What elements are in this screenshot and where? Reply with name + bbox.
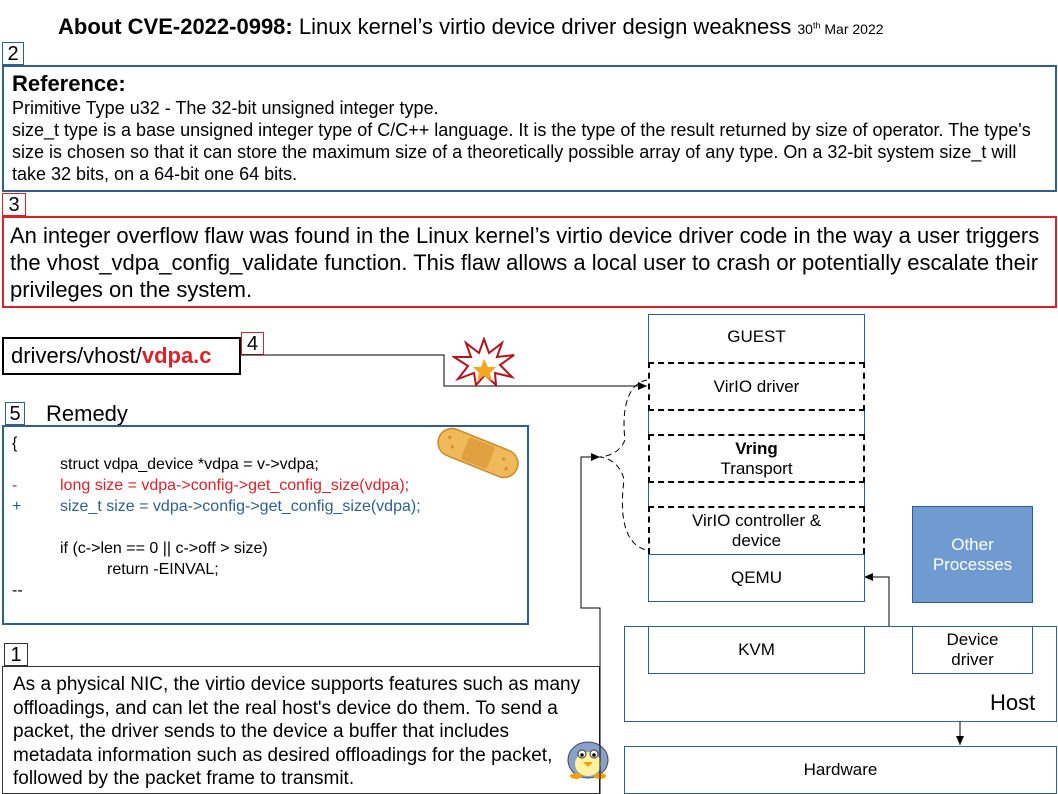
host-label: Host	[990, 690, 1036, 715]
code-line-removed: long size = vdpa->config->get_config_siz…	[60, 477, 410, 494]
page-title: About CVE-2022-0998: Linux kernel’s virt…	[58, 14, 884, 40]
file-dir: drivers/vhost/	[11, 343, 142, 368]
nic-description: As a physical NIC, the virtio device sup…	[2, 666, 600, 794]
guest-label: GUEST	[727, 327, 786, 346]
vring-transport-box: Vring Transport	[648, 434, 865, 483]
minus-marker: -	[12, 477, 18, 494]
reference-line2: size_t type is a base unsigned integer t…	[12, 120, 1031, 184]
device-driver-label: Device driver	[946, 630, 999, 669]
label-2: 2	[2, 42, 24, 65]
remedy-title: Remedy	[46, 401, 128, 426]
kvm-label: KVM	[738, 640, 775, 659]
explosion-icon	[452, 337, 516, 387]
overflow-description: An integer overflow flaw was found in th…	[2, 216, 1057, 308]
virtio-controller-box: VirIO controller & device	[648, 506, 865, 554]
title-main: Linux kernel’s virtio device driver desi…	[298, 14, 792, 39]
file-name: vdpa.c	[141, 343, 212, 368]
reference-heading: Reference:	[12, 71, 126, 96]
code-open: {	[12, 435, 18, 452]
transport-label: Transport	[720, 458, 793, 478]
reference-box: Reference: Primitive Type u32 - The 32-b…	[2, 65, 1057, 192]
device-driver-box: Device driver	[912, 626, 1033, 674]
qemu-label: QEMU	[731, 568, 782, 587]
qemu-box: QEMU	[648, 554, 865, 602]
other-processes-label: Other Processes	[932, 534, 1013, 574]
code-line5: return -EINVAL;	[107, 561, 219, 578]
other-processes-box: Other Processes	[912, 506, 1033, 603]
penguin-icon	[567, 741, 609, 779]
hardware-box: Hardware	[624, 746, 1057, 794]
kvm-box: KVM	[648, 626, 865, 674]
hardware-label: Hardware	[803, 760, 878, 779]
file-path: drivers/vhost/vdpa.c	[2, 337, 241, 375]
bandage-icon	[437, 427, 519, 479]
code-line1: struct vdpa_device *vdpa = v->vdpa;	[60, 456, 319, 473]
remedy-code: { struct vdpa_device *vdpa = v->vdpa; - l…	[2, 425, 529, 625]
virtio-controller-label: VirIO controller & device	[691, 511, 822, 550]
code-close: --	[12, 582, 23, 599]
label-5: 5	[5, 402, 25, 425]
virtio-driver-box: VirIO driver	[648, 362, 865, 411]
virtio-driver-label: VirIO driver	[713, 376, 800, 396]
code-line-added: size_t size = vdpa->config->get_config_s…	[60, 498, 421, 515]
vring-label: Vring	[735, 438, 778, 458]
label-3: 3	[2, 193, 26, 216]
plus-marker: +	[12, 498, 22, 515]
code-line4: if (c->len == 0 || c->off > size)	[60, 540, 268, 557]
reference-line1: Primitive Type u32 - The 32-bit unsigned…	[12, 98, 439, 118]
label-1: 1	[4, 643, 28, 666]
title-date: 30th Mar 2022	[797, 20, 884, 37]
title-prefix: About CVE-2022-0998:	[58, 14, 293, 39]
